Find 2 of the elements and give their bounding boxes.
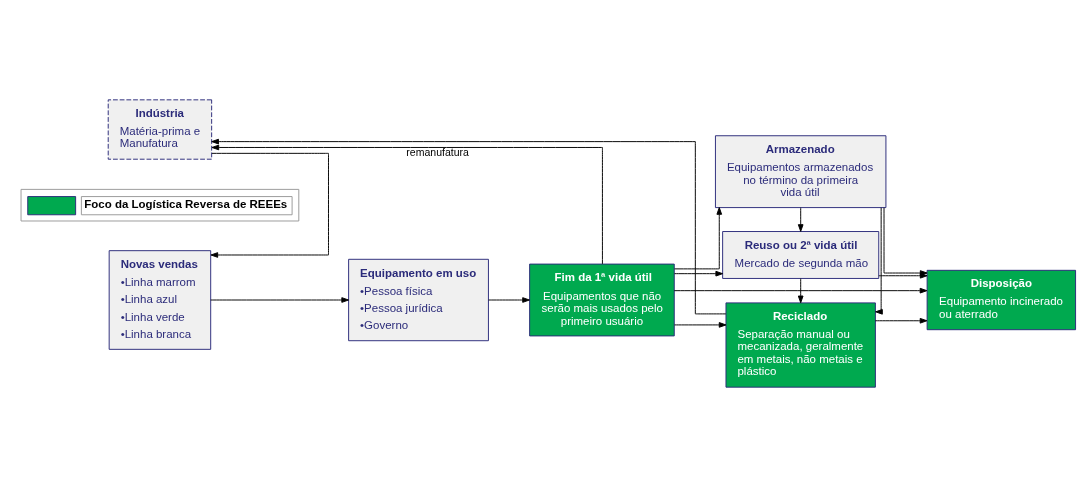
edge-label: remanufatura [406,145,469,158]
legend-label: Foco da Logística Reversa de REEEs [84,197,288,210]
